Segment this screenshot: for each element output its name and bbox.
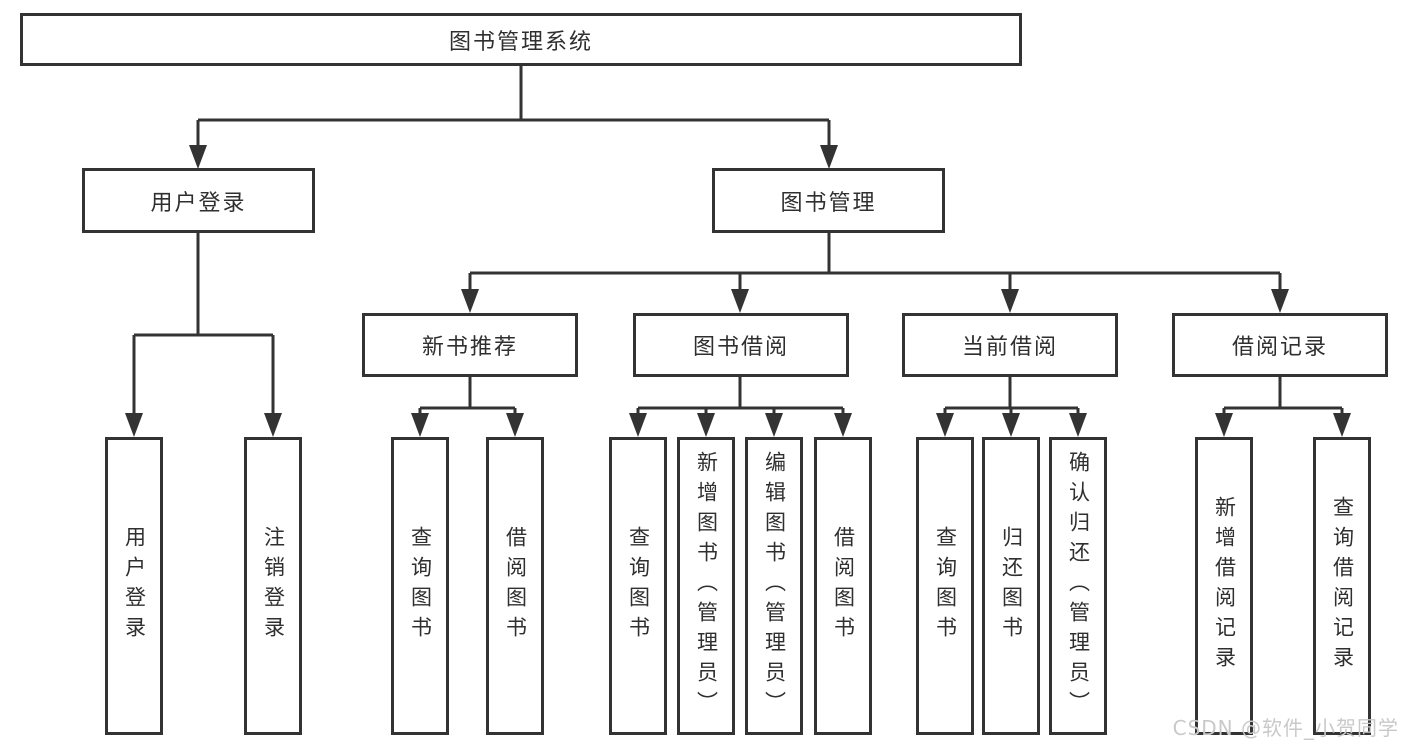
node-root-system-label: 图书管理系统: [448, 29, 593, 55]
connector-new-book-recommend-children: [411, 377, 524, 437]
leaf-return-book: 归还图书: [982, 437, 1040, 735]
node-book-management: 图书管理: [712, 168, 945, 233]
connector-root-to-level2: [189, 66, 838, 169]
leaf-query-book-borrow: 查询图书: [609, 437, 667, 735]
leaf-confirm-return-admin-label: 确认归还（管理员）: [1066, 451, 1091, 721]
connector-book-borrow-children: [629, 377, 852, 437]
leaf-borrow-book-recommend-label: 借阅图书: [503, 526, 528, 646]
connector-user-login-children: [125, 233, 282, 437]
connector-borrow-record-children: [1215, 377, 1351, 437]
node-user-login-label: 用户登录: [150, 190, 247, 216]
leaf-return-book-label: 归还图书: [999, 526, 1024, 646]
leaf-query-book-current: 查询图书: [916, 437, 974, 735]
node-root-system: 图书管理系统: [20, 13, 1022, 66]
leaf-borrow-book: 借阅图书: [814, 437, 872, 735]
leaf-user-login-label: 用户登录: [122, 526, 147, 646]
leaf-query-borrow-record-label: 查询借阅记录: [1330, 496, 1355, 676]
node-book-borrow: 图书借阅: [633, 313, 849, 377]
leaf-query-book-recommend: 查询图书: [391, 437, 449, 735]
leaf-user-login: 用户登录: [105, 437, 163, 735]
leaf-edit-book-admin: 编辑图书（管理员）: [745, 437, 803, 735]
node-book-borrow-label: 图书借阅: [692, 335, 789, 360]
leaf-logout-label: 注销登录: [261, 526, 286, 646]
node-borrow-record: 借阅记录: [1172, 313, 1388, 377]
leaf-borrow-book-label: 借阅图书: [831, 526, 856, 646]
leaf-confirm-return-admin: 确认归还（管理员）: [1049, 437, 1107, 735]
leaf-query-borrow-record: 查询借阅记录: [1313, 437, 1371, 735]
node-user-login: 用户登录: [82, 168, 315, 233]
leaf-query-book-recommend-label: 查询图书: [408, 526, 433, 646]
leaf-query-book-borrow-label: 查询图书: [626, 526, 651, 646]
leaf-borrow-book-recommend: 借阅图书: [486, 437, 544, 735]
node-new-book-recommend: 新书推荐: [362, 313, 578, 377]
node-book-management-label: 图书管理: [780, 190, 877, 216]
leaf-edit-book-admin-label: 编辑图书（管理员）: [762, 451, 787, 721]
leaf-add-borrow-record-label: 新增借阅记录: [1212, 496, 1237, 676]
leaf-query-book-current-label: 查询图书: [933, 526, 958, 646]
leaf-add-book-admin: 新增图书（管理员）: [677, 437, 735, 735]
connector-current-borrow-children: [936, 377, 1087, 437]
node-borrow-record-label: 借阅记录: [1231, 335, 1328, 360]
leaf-add-borrow-record: 新增借阅记录: [1195, 437, 1253, 735]
node-current-borrow-label: 当前借阅: [961, 335, 1058, 360]
leaf-add-book-admin-label: 新增图书（管理员）: [694, 451, 719, 721]
leaf-logout: 注销登录: [244, 437, 302, 735]
connector-book-management-children: [461, 233, 1289, 313]
node-current-borrow: 当前借阅: [902, 313, 1118, 377]
node-new-book-recommend-label: 新书推荐: [421, 335, 518, 360]
csdn-watermark: CSDN @软件_小贺同学: [1172, 716, 1399, 740]
